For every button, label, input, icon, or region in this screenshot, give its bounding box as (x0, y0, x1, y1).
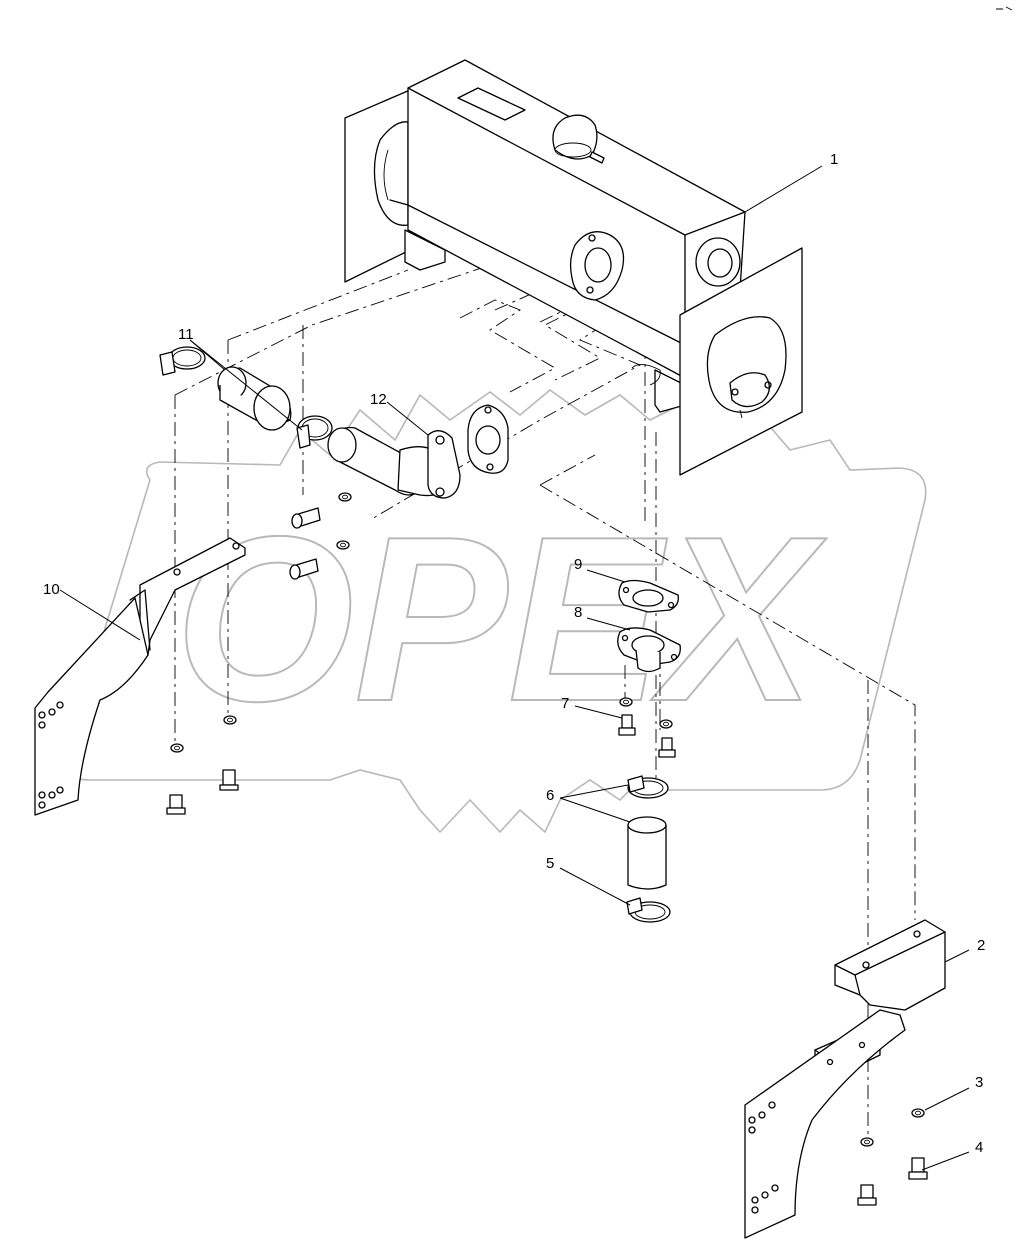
elbow-flange (427, 430, 461, 499)
callout-6: 6 (546, 787, 554, 804)
watermark: OPEX (65, 388, 927, 834)
watermark-gear-outline (65, 388, 927, 834)
part-10-left-bracket (34, 537, 246, 816)
callout-12: 12 (370, 391, 387, 408)
part-7-bolts (618, 697, 676, 758)
part-9-gasket (618, 579, 679, 613)
muffler-foot-left (404, 229, 446, 271)
part-3-washers (860, 1108, 925, 1147)
filler-cap (552, 114, 605, 164)
hose-upper (217, 366, 292, 431)
part-4-bolts (857, 1157, 928, 1206)
left-bracket-fasteners (166, 715, 239, 815)
part-6-clamp-hose (627, 775, 669, 890)
top-plate (457, 87, 526, 121)
corner-mark (996, 6, 1013, 11)
callout-7: 7 (561, 695, 569, 712)
callout-8: 8 (574, 604, 582, 621)
part-11-clamp-upper (159, 346, 206, 376)
part-2-right-bracket (744, 919, 946, 1239)
elbow-fasteners (289, 492, 352, 580)
part-5-clamp (626, 897, 671, 923)
callout-9: 9 (574, 556, 582, 573)
callout-4: 4 (975, 1139, 983, 1156)
callout-1: 1 (830, 151, 838, 168)
outlet-pipe (695, 237, 741, 287)
part-1-muffler (344, 59, 803, 476)
elbow-gasket (467, 404, 509, 474)
leader-lines (59, 165, 970, 1171)
callout-5: 5 (546, 855, 554, 872)
callout-11: 11 (178, 326, 194, 343)
left-end-cap (373, 121, 409, 226)
callout-2: 2 (977, 937, 985, 954)
callouts: 1 2 3 4 5 6 7 8 9 10 11 12 (43, 151, 985, 1156)
part-11-clamp-lower (296, 415, 333, 449)
part-12-exhaust-elbow (327, 426, 461, 499)
callout-3: 3 (975, 1074, 983, 1091)
body-inlet-flange (569, 231, 625, 301)
part-8-flange (617, 627, 681, 673)
callout-10: 10 (43, 581, 60, 598)
watermark-text: OPEX (175, 487, 827, 750)
